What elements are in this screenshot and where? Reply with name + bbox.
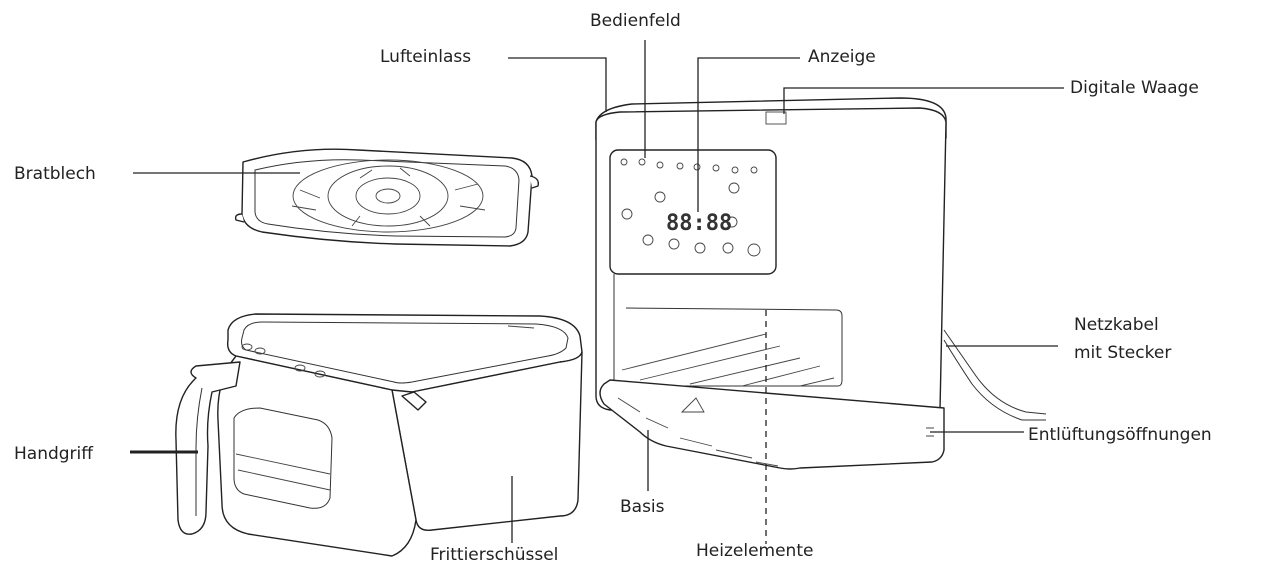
label-bratblech: Bratblech	[14, 164, 96, 184]
label-netzkabel-line2: mit Stecker	[1074, 343, 1171, 363]
label-heizelemente: Heizelemente	[696, 541, 813, 561]
label-lufteinlass: Lufteinlass	[380, 47, 471, 67]
label-frittierschuessel: Frittierschüssel	[430, 545, 558, 565]
frying-tray-drawing	[234, 148, 540, 247]
air-fryer-body-drawing: 88:88	[595, 97, 1047, 544]
led-display: 88:88	[666, 211, 732, 236]
leader-lines	[130, 40, 1064, 543]
label-basis: Basis	[620, 497, 665, 517]
label-digitale-waage: Digitale Waage	[1070, 78, 1199, 98]
label-bedienfeld: Bedienfeld	[590, 11, 681, 31]
label-netzkabel-line1: Netzkabel	[1074, 315, 1159, 335]
basket-drawing	[175, 313, 583, 557]
label-anzeige: Anzeige	[808, 47, 876, 67]
label-handgriff: Handgriff	[14, 444, 94, 464]
label-entlueftungsoeffnungen: Entlüftungsöffnungen	[1028, 425, 1212, 445]
